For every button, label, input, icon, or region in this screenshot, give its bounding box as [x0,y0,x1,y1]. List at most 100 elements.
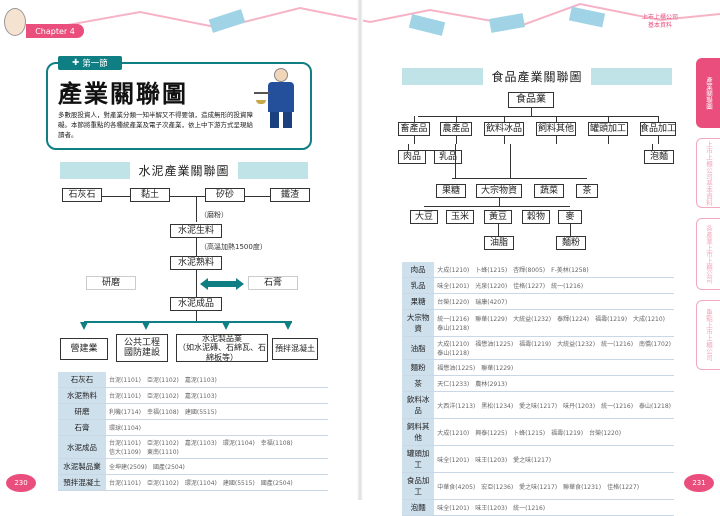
side-tab[interactable]: 重點上市上櫃公司 [696,300,720,370]
connector [196,196,197,222]
connector [510,144,511,178]
food-row-companies: 統一(1216) 聯華(1229) 大統益(1232) 泰輝(1224) 福壽(… [434,309,674,337]
connector [499,198,500,206]
cement-box-limestone: 石灰石 [62,188,102,202]
table-row: 大宗物資統一(1216) 聯華(1229) 大統益(1232) 泰輝(1224)… [402,309,674,337]
table-row: 水泥成品台泥(1101) 亞泥(1102) 嘉泥(1103) 環泥(1104) … [58,435,328,459]
food-row-companies: 天仁(1233) 農林(2913) [434,375,674,392]
table-row: 預拌混凝土台泥(1101) 亞泥(1102) 環泥(1104) 建國(5515)… [58,474,328,491]
connector [456,116,457,122]
table-row: 水泥熟料台泥(1101) 亞泥(1102) 嘉泥(1103) [58,387,328,404]
food-box-l1: 農產品 [440,122,472,136]
chapter-badge: Chapter 4 [26,24,84,38]
table-row: 茶天仁(1233) 農林(2913) [402,375,674,392]
table-row: 石灰石台泥(1101) 亞泥(1102) 嘉泥(1103) [58,372,328,388]
connector [608,136,609,144]
cement-box-slag: 鐵渣 [270,188,310,202]
cement-chart-title-bar: 水泥產業關聯圖 [60,162,308,179]
food-row-label: 飼料其他 [402,418,435,446]
food-company-table: 肉品大成(1210) 卜蜂(1215) 杏輝(8005) F-美林(1258)乳… [402,262,674,516]
cement-row-label: 水泥製品業 [58,458,106,475]
food-box-grain: 穀物 [522,210,550,224]
connector [414,116,415,122]
food-box-soybean: 大豆 [410,210,438,224]
cement-row-label: 水泥成品 [58,435,106,459]
food-row-companies: 大成(1210) 卜蜂(1215) 杏輝(8005) F-美林(1258) [434,262,674,278]
cement-row-companies: 利機(1714) 幸福(1108) 建國(5515) [106,403,328,420]
connector [424,206,570,207]
food-row-label: 肉品 [402,262,435,278]
table-row: 油脂大成(1210) 福懋油(1225) 福壽(1219) 大統益(1232) … [402,336,674,360]
cement-box-public-works: 公共工程 國防建設 [116,334,168,362]
connector [504,116,505,122]
connector [408,150,450,151]
food-box-corn: 玉米 [446,210,474,224]
cement-chart-title: 水泥產業關聯圖 [130,162,238,179]
cement-row-label: 預拌混凝土 [58,474,106,491]
cement-box-product: 水泥成品 [170,297,222,311]
cement-box-products: 水泥製品業 （如水泥磚、石綿瓦、石綿板等） [176,334,268,362]
food-row-label: 麵粉 [402,359,435,376]
connector [452,178,587,179]
cement-box-clinker: 水泥熟料 [170,256,222,270]
connector [84,321,292,323]
food-box-l1: 罐頭加工 [588,122,628,136]
food-box-noodles: 泡麵 [644,150,674,164]
food-box-l1: 畜產品 [398,122,430,136]
table-row: 罐頭加工味全(1201) 味王(1203) 愛之味(1217) [402,445,674,473]
cement-box-ready-mix: 預拌混凝土 [272,338,318,360]
connector [504,136,505,144]
table-row: 研磨利機(1714) 幸福(1108) 建國(5515) [58,403,328,420]
side-tab[interactable]: 各產業上市上櫃公司 [696,218,720,290]
food-box-bulk: 大宗物資 [476,184,522,198]
header-note: 上市上櫃公司 基本資料 [630,14,690,30]
cement-row-companies: 台泥(1101) 亞泥(1102) 嘉泥(1103) 環泥(1104) 幸福(1… [106,435,328,459]
connector [531,108,532,116]
header-note-line2: 基本資料 [647,21,672,29]
food-box-l1: 飲料冰品 [484,122,524,136]
table-row: 石膏環球(1104) [58,419,328,436]
cement-box-grind: 研磨 [86,276,136,290]
food-box-root: 食品業 [508,92,554,108]
page-number-right: 231 [684,474,714,492]
header-decoration [39,2,720,36]
cement-row-label: 水泥熟料 [58,387,106,404]
food-box-l1: 食品加工 [640,122,676,136]
side-tab[interactable]: 產業關聯圖 [696,58,720,128]
mascot-icon [4,8,26,36]
cement-row-companies: 環球(1104) [106,419,328,436]
connector [456,136,457,144]
connector [196,270,197,297]
food-chart-title-bar: 食品產業關聯圖 [402,68,672,85]
section-tag-label: 第一節 [82,59,108,69]
section-tag: ✚第一節 [58,56,122,70]
food-box-meat: 肉品 [398,150,426,164]
cement-row-label: 研磨 [58,403,106,420]
cement-box-construction: 營建業 [60,338,108,360]
table-row: 肉品大成(1210) 卜蜂(1215) 杏輝(8005) F-美林(1258) [402,262,674,278]
connector [658,116,659,122]
food-row-companies: 福懋油(1225) 聯華(1229) [434,359,674,376]
table-row: 水泥製品業全坤建(2509) 國產(2504) [58,458,328,475]
cement-row-label: 石膏 [58,419,106,436]
table-row: 乳品味全(1201) 光泉(1220) 佳格(1227) 統一(1216) [402,277,674,294]
connector [556,136,557,144]
cement-box-silica: 矽砂 [205,188,245,202]
connector [498,224,499,236]
food-row-companies: 大成(1210) 福懋油(1225) 福壽(1219) 大統益(1232) 統一… [434,336,674,360]
food-box-wheat: 麥 [558,210,582,224]
food-box-l1: 飼料其他 [536,122,576,136]
food-row-label: 果糖 [402,293,435,310]
cement-box-clay: 黏土 [130,188,170,202]
food-box-flour: 麵粉 [556,236,586,250]
food-row-label: 茶 [402,375,435,392]
connector [196,311,197,321]
connector [570,224,571,236]
food-box-dairy: 乳品 [434,150,462,164]
connector [455,144,456,178]
note-grind: （磨粉） [200,211,228,219]
food-row-label: 飲料冰品 [402,391,435,419]
food-row-label: 油脂 [402,336,435,360]
connector [658,136,659,144]
side-tab[interactable]: 上市上櫃公司基本資料 [696,138,720,208]
